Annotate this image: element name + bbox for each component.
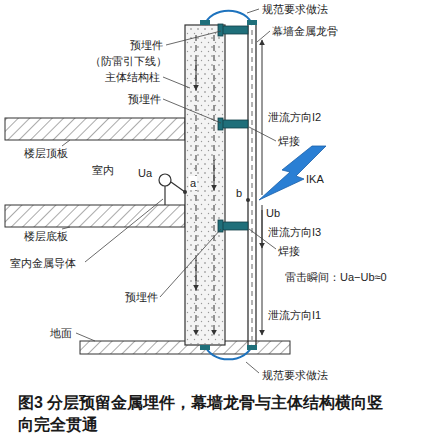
part-label: 楼层底板	[24, 229, 68, 243]
part-label: 楼层顶板	[24, 146, 68, 160]
flow-label: 泄流方向I3	[268, 225, 321, 239]
bonding-arc	[205, 11, 252, 360]
arc-cap	[200, 20, 257, 350]
part-label: 焊接	[278, 134, 300, 148]
part-label: 室内金属导体	[10, 256, 76, 270]
current-label: IKA	[306, 172, 324, 186]
part-label: 预埋件	[130, 38, 163, 52]
point-b	[246, 198, 250, 202]
point-label: a	[189, 176, 197, 190]
embedded-plate	[218, 24, 248, 232]
part-label: 预埋件	[125, 290, 158, 304]
note-text: 雷击瞬间：Ua−Ub≈0	[285, 270, 387, 284]
part-label: 主体结构柱	[105, 70, 160, 84]
structural-column	[185, 25, 225, 345]
part-label: （防雷引下线）	[90, 54, 167, 68]
leader-line	[62, 9, 276, 373]
part-label: 焊接	[278, 244, 300, 258]
voltage-label: Ub	[266, 206, 280, 220]
part-label: 地面	[50, 326, 72, 340]
point-label: b	[236, 186, 242, 200]
part-label: 预埋件	[128, 92, 161, 106]
part-label: 规范要求做法	[262, 368, 328, 382]
part-label: 幕墙金属龙骨	[272, 24, 338, 38]
flow-label: 泄流方向I2	[268, 110, 321, 124]
lightning-bolt	[259, 146, 326, 200]
floor-slab	[5, 118, 185, 227]
figure-caption: 图3 分层预留金属埋件，幕墙龙骨与主体结构横向竖向完全贯通	[18, 392, 388, 436]
area-label: 室内	[92, 163, 114, 177]
flow-arrow	[262, 40, 263, 335]
indoor-conductor	[159, 174, 185, 205]
voltage-label: Ua	[138, 166, 152, 180]
part-label: 规范要求做法	[262, 2, 328, 16]
curtain-wall-keel	[248, 25, 256, 345]
point-a	[183, 190, 187, 194]
flow-label: 泄流方向I1	[268, 308, 321, 322]
